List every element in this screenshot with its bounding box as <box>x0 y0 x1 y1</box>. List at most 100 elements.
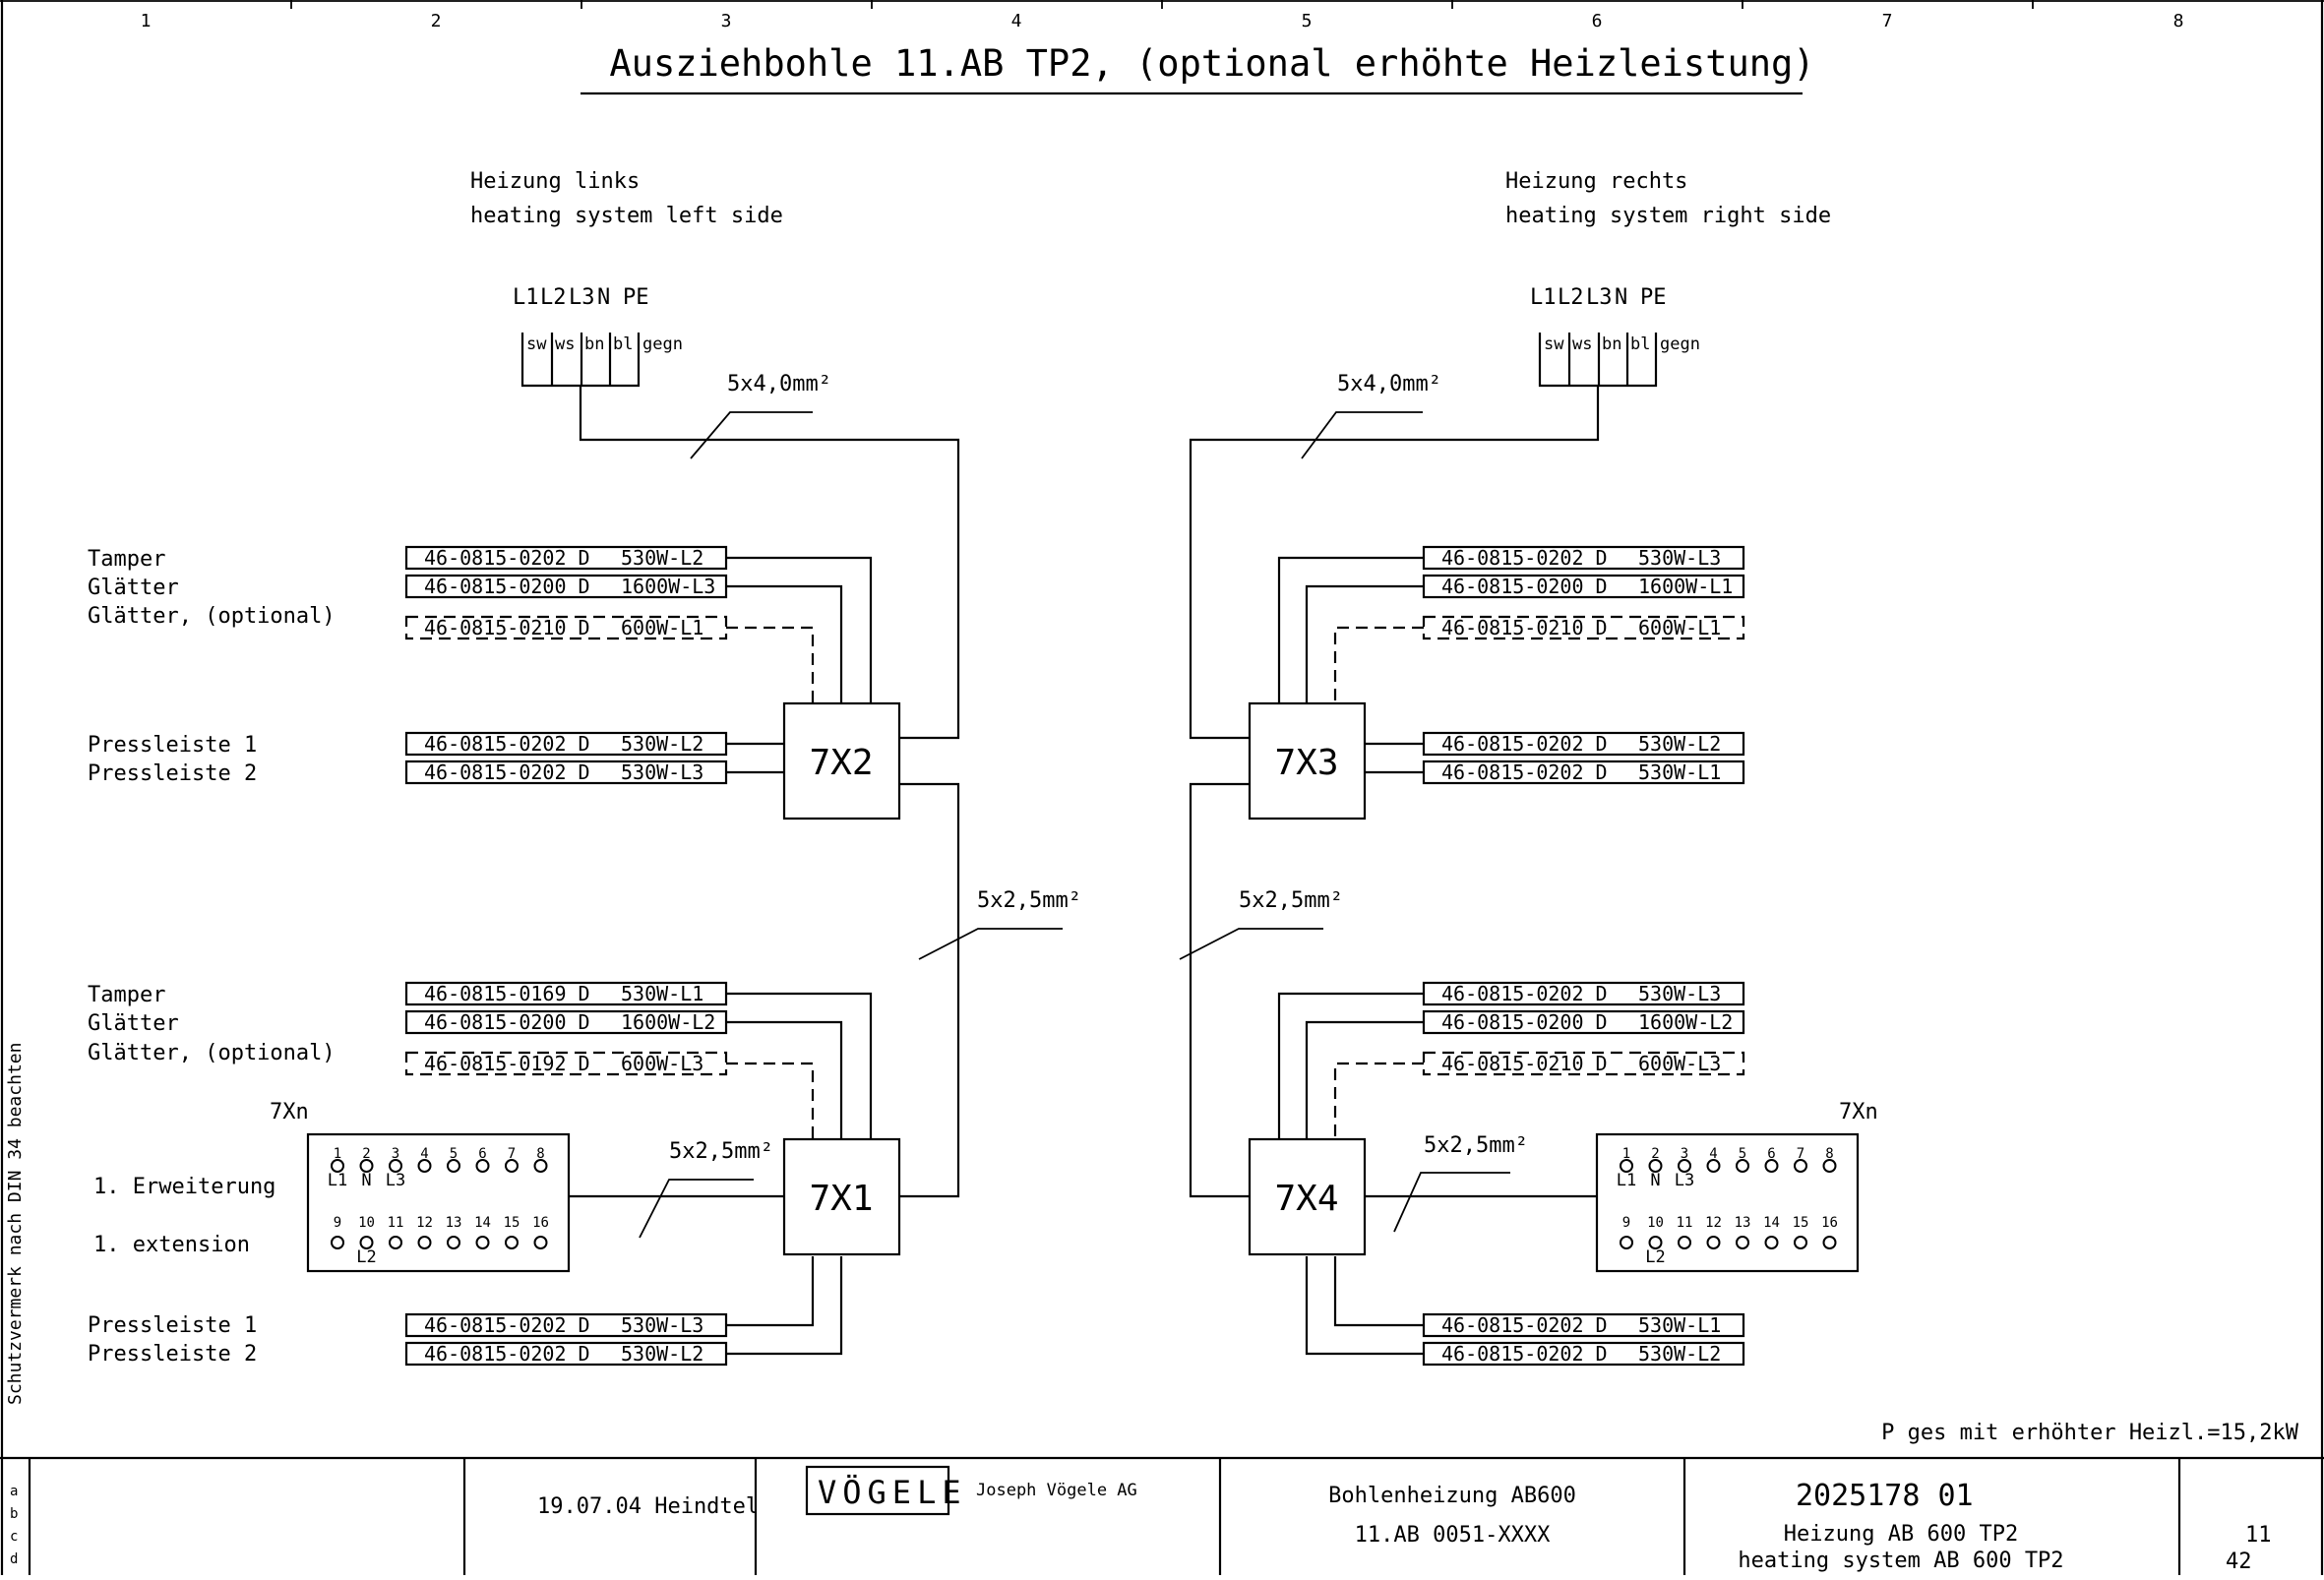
terminal-pin <box>1794 1236 1807 1249</box>
connector-label: 7X4 <box>1274 1179 1338 1219</box>
terminal-pin <box>389 1159 402 1173</box>
element-part-number: 46-0815-0202 D <box>1441 1313 1608 1337</box>
pin-phase-label: L2 <box>356 1247 376 1267</box>
element-rating: 600W-L1 <box>621 616 703 639</box>
element-part-number: 46-0815-0202 D <box>424 1342 590 1366</box>
extension-connector-label: 7Xn <box>270 1100 309 1124</box>
wire-l7x2-tamper <box>726 556 873 703</box>
pin-phase-label: L2 <box>1645 1247 1665 1267</box>
phase-label-l1: L1 <box>513 285 539 310</box>
left-upper-labels: Tamper Glätter Glätter, (optional) Press… <box>88 547 336 786</box>
element-box <box>404 981 728 1006</box>
terminal-pin <box>1706 1236 1721 1249</box>
undefined <box>1393 1172 1510 1233</box>
cable-label-mid-right: 5x2,5mm² <box>1239 888 1343 913</box>
terminal-pin <box>1764 1236 1779 1249</box>
pin-number: 5 <box>1739 1146 1746 1162</box>
element-box <box>1422 981 1745 1006</box>
wire-color-sw: sw <box>526 334 547 354</box>
grid-col-8: 8 <box>2173 11 2184 31</box>
element-part-number: 46-0815-0210 D <box>424 616 590 639</box>
element-box <box>404 1051 728 1076</box>
terminal-pin <box>533 1236 548 1249</box>
element-box <box>404 760 728 785</box>
terminal-pin <box>1648 1159 1663 1173</box>
pin-phase-label: L3 <box>386 1171 405 1190</box>
wire-color-gegn: gegn <box>642 334 683 354</box>
element-box <box>1422 545 1745 571</box>
element-rating: 530W-L3 <box>1638 982 1721 1005</box>
terminal-pin <box>331 1236 344 1249</box>
left-heading-de: Heizung links <box>470 169 640 194</box>
cable-label-ext-left: 5x2,5mm² <box>669 1139 773 1164</box>
element-rating: 600W-L3 <box>1638 1052 1721 1075</box>
element-part-number: 46-0815-0202 D <box>1441 1342 1608 1366</box>
terminal-pin <box>1736 1159 1749 1173</box>
terminal-pin <box>475 1159 490 1173</box>
pin-number: 11 <box>388 1215 404 1231</box>
pin-number: 15 <box>504 1215 520 1231</box>
terminal-pin <box>1678 1236 1691 1249</box>
company-name: Joseph Vögele AG <box>976 1481 1137 1500</box>
terminal-pin <box>447 1159 460 1173</box>
terminal-pin <box>359 1159 374 1173</box>
wire-color-bl: bl <box>613 334 633 354</box>
element-part-number: 46-0815-0202 D <box>1441 760 1608 784</box>
pin-number: 16 <box>532 1215 549 1231</box>
element-box <box>1422 1341 1745 1367</box>
pin-phase-label: N <box>361 1171 371 1190</box>
wires <box>569 386 1600 1356</box>
label-pressleiste2-lower: Pressleiste 2 <box>88 1342 257 1367</box>
extension-label-de: 1. Erweiterung <box>93 1175 275 1199</box>
wire-color-gegn: gegn <box>1660 334 1700 354</box>
protection-note: Schutzvermerk nach DIN 34 beachten <box>5 1043 26 1405</box>
pin-phase-label: L3 <box>1675 1171 1694 1190</box>
wire-l7x1-press1 <box>726 1256 815 1327</box>
pin-number: 6 <box>1767 1146 1775 1162</box>
pin-number: 9 <box>334 1215 341 1231</box>
element-part-number: 46-0815-0202 D <box>1441 982 1608 1005</box>
element-rating: 1600W-L1 <box>1638 575 1733 598</box>
terminal-pin <box>1648 1236 1663 1249</box>
wire-r7x3-tamper <box>1277 556 1424 703</box>
phase-label-l2: L2 <box>540 285 567 310</box>
pin-number: 12 <box>416 1215 433 1231</box>
cable-label-mid-left: 5x2,5mm² <box>977 888 1081 913</box>
connector-label: 7X3 <box>1274 743 1338 783</box>
cable-label-ext-right: 5x2,5mm² <box>1424 1133 1528 1158</box>
element-r7x4-1: 46-0815-0202 D 530W-L3 <box>1422 981 1745 1006</box>
grid-col-3: 3 <box>721 11 732 31</box>
extension-label-en: 1. extension <box>93 1233 250 1257</box>
element-part-number: 46-0815-0202 D <box>424 546 590 570</box>
terminal-pin <box>331 1159 344 1173</box>
wire-r7x3-optional <box>1333 626 1424 703</box>
phase-label-l2: L2 <box>1558 285 1584 310</box>
grid-col-1: 1 <box>141 11 152 31</box>
pin-number: 7 <box>508 1146 516 1162</box>
pin-number: 1 <box>334 1146 341 1162</box>
element-box <box>404 1009 728 1035</box>
grid-col-6: 6 <box>1592 11 1603 31</box>
terminal-pin <box>1822 1159 1837 1173</box>
element-rating: 530W-L3 <box>1638 546 1721 570</box>
label-glaetter-upper: Glätter <box>88 576 179 600</box>
pin-number: 6 <box>478 1146 486 1162</box>
pin-number: 4 <box>1709 1146 1717 1162</box>
pin-number: 2 <box>362 1146 370 1162</box>
connector-label: 7X2 <box>809 743 873 783</box>
phase-label-l3: L3 <box>1586 285 1613 310</box>
pin-number: 8 <box>1825 1146 1833 1162</box>
element-rating: 600W-L1 <box>1638 616 1721 639</box>
element-rating: 530W-L3 <box>621 1313 703 1337</box>
wire-l7x1-glaetter <box>726 1020 843 1139</box>
wire-l7x1-optional <box>726 1062 815 1139</box>
phase-label-l3: L3 <box>569 285 595 310</box>
